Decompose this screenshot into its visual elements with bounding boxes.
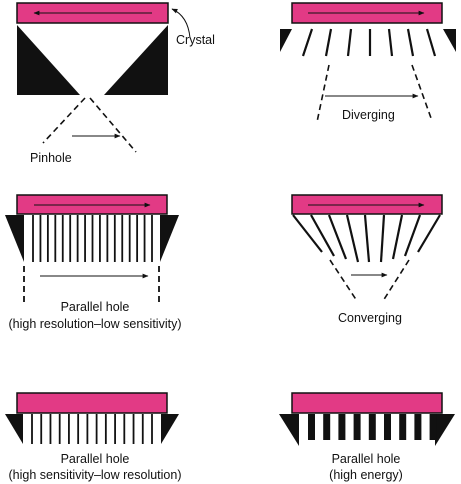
diverging-label: Diverging xyxy=(342,108,395,122)
parallel-he-label-2: (high energy) xyxy=(329,468,403,482)
septum xyxy=(414,414,422,440)
parallel-hr-left-shield xyxy=(5,215,24,262)
septum xyxy=(353,414,361,440)
parallel-hs-label-1: Parallel hole xyxy=(61,452,130,466)
parallel-hs-crystal xyxy=(16,392,168,414)
converging-ray-right xyxy=(382,259,410,302)
parallel-hs-right-shield xyxy=(161,414,179,444)
pinhole-left-shield xyxy=(17,25,80,95)
pinhole-ray-left xyxy=(42,97,86,144)
pinhole-right-shield xyxy=(104,25,168,95)
parallel-hs-left-shield xyxy=(5,414,23,444)
crystal-label: Crystal xyxy=(176,33,215,47)
parallel-he-crystal xyxy=(291,392,443,414)
parallel-he-right-shield xyxy=(435,414,455,446)
septum xyxy=(368,414,376,440)
parallel-hr-septa xyxy=(32,215,153,262)
parallel-hr-right-shield xyxy=(160,215,179,262)
diverging-ray-left xyxy=(316,64,330,123)
parallel-hr-label-1: Parallel hole xyxy=(61,300,130,314)
parallel-hs-label-2: (high sensitivity–low resolution) xyxy=(9,468,182,482)
converging-panel: Converging xyxy=(291,194,443,325)
septum xyxy=(323,414,331,440)
diverging-panel: Diverging xyxy=(280,2,456,123)
converging-ray-left xyxy=(329,259,358,302)
parallel-he-panel: Parallel hole (high energy) xyxy=(279,392,455,482)
pinhole-label: Pinhole xyxy=(30,151,72,165)
diverging-septa xyxy=(301,28,437,57)
parallel-hr-panel: Parallel hole (high resolution–low sensi… xyxy=(5,194,182,331)
diverging-left-shield xyxy=(280,29,292,52)
converging-label: Converging xyxy=(338,311,402,325)
pinhole-panel: Crystal Pinhole xyxy=(16,2,215,165)
crystal-pointer-arrow xyxy=(171,8,191,39)
parallel-hr-label-2: (high resolution–low sensitivity) xyxy=(9,317,182,331)
converging-septa xyxy=(292,214,441,263)
diverging-right-shield xyxy=(443,29,456,52)
septum xyxy=(384,414,391,440)
septum xyxy=(429,414,437,440)
parallel-he-label-1: Parallel hole xyxy=(332,452,401,466)
diverging-ray-right xyxy=(411,64,432,119)
parallel-hs-panel: Parallel hole (high sensitivity–low reso… xyxy=(5,392,182,482)
parallel-he-left-shield xyxy=(279,414,299,446)
pinhole-ray-right xyxy=(89,97,137,153)
septum xyxy=(338,414,346,440)
parallel-he-septa xyxy=(308,414,437,440)
septum xyxy=(308,414,315,440)
parallel-hs-septa xyxy=(31,414,153,444)
septum xyxy=(399,414,407,440)
